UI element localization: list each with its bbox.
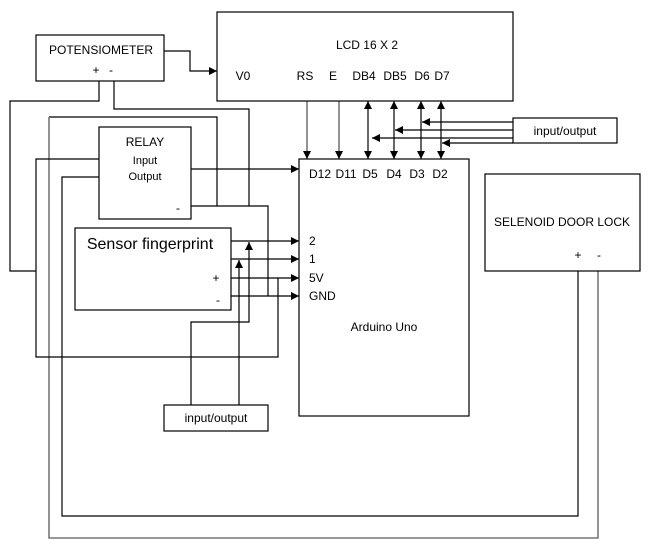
sensor-minus: -: [216, 293, 220, 307]
fingerprint-sensor-block: Sensor fingerprint + -: [74, 227, 232, 311]
lcd-pin-v0: V0: [236, 69, 251, 83]
lcd-pin-db5: DB5: [383, 69, 407, 83]
lcd-pin-rs: RS: [297, 69, 314, 83]
arduino-block: D12 D11 D5 D4 D3 D2 2 1 5V GND Arduino U…: [298, 158, 470, 417]
arduino-pin-gnd: GND: [309, 289, 336, 303]
wire-relay-input: [35, 158, 279, 358]
arduino-title: Arduino Uno: [351, 320, 418, 334]
lcd-pin-d7: D7: [434, 69, 450, 83]
relay-output-label: Output: [128, 171, 161, 183]
solenoid-block: SELENOID DOOR LOCK + -: [484, 173, 641, 272]
solenoid-minus: -: [597, 248, 601, 262]
arduino-pin-d2: D2: [432, 167, 448, 181]
arduino-pin-d4: D4: [386, 167, 402, 181]
wire-pot-minus: [113, 81, 250, 206]
lcd-title: LCD 16 X 2: [336, 38, 398, 52]
arduino-pin-1: 1: [309, 252, 316, 266]
wire-solenoid-minus: [48, 117, 599, 539]
wire-relay-output: [61, 176, 579, 517]
relay-title: RELAY: [126, 135, 164, 149]
io-bottom-label: input/output: [185, 411, 248, 425]
potentiometer-block: POTENSIOMETER + -: [35, 34, 165, 82]
solenoid-title: SELENOID DOOR LOCK: [494, 215, 630, 229]
potentiometer-plus: +: [92, 63, 99, 77]
arduino-pin-d3: D3: [409, 167, 425, 181]
lcd-pin-db4: DB4: [352, 69, 376, 83]
sensor-plus: +: [212, 271, 219, 285]
relay-block: RELAY Input Output -: [98, 126, 192, 220]
wire-io-bottom-a: [190, 242, 253, 405]
lcd-block: LCD 16 X 2 V0 RS E DB4 DB5 D6 D7: [216, 11, 514, 102]
lcd-pin-e: E: [329, 69, 337, 83]
relay-minus: -: [176, 201, 180, 215]
potentiometer-title: POTENSIOMETER: [49, 43, 153, 57]
wires: [9, 50, 599, 539]
wire-loop-top: [49, 116, 218, 206]
relay-input-label: Input: [133, 155, 157, 167]
io-bottom-block: input/output: [163, 404, 269, 432]
arduino-pin-d12: D12: [309, 167, 331, 181]
arduino-pin-2: 2: [309, 234, 316, 248]
sensor-title: Sensor fingerprint: [87, 236, 214, 253]
arduino-pin-d5: D5: [362, 167, 378, 181]
io-right-label: input/output: [534, 124, 597, 138]
solenoid-plus: +: [574, 248, 581, 262]
potentiometer-minus: -: [109, 63, 113, 77]
wire-pot-to-v0: [164, 50, 217, 75]
lcd-pin-d6: D6: [414, 69, 430, 83]
wire-pot-plus: [9, 81, 100, 272]
arduino-pin-5v: 5V: [309, 271, 324, 285]
io-right-block: input/output: [512, 117, 618, 144]
arduino-pin-d11: D11: [335, 167, 356, 181]
